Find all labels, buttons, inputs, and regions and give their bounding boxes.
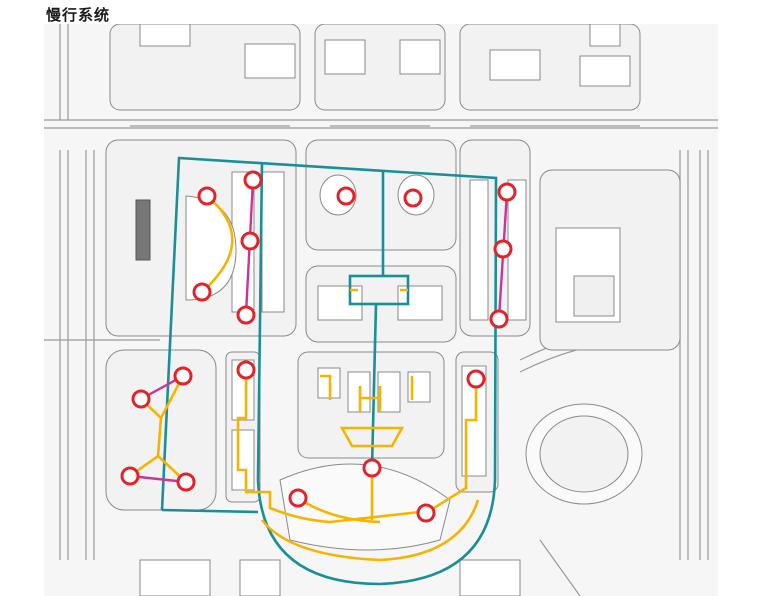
node-marker — [236, 360, 256, 380]
node-marker — [131, 389, 151, 409]
node-marker — [416, 503, 436, 523]
node-marker — [176, 472, 196, 492]
node-marker — [120, 466, 140, 486]
node-marker — [497, 182, 517, 202]
node-marker — [362, 458, 382, 478]
node-marker — [403, 188, 423, 208]
node-marker — [493, 239, 513, 259]
node-marker — [489, 309, 509, 329]
node-marker — [466, 369, 486, 389]
site-plan-map — [44, 24, 718, 596]
base-map — [44, 24, 718, 596]
teal-route — [160, 156, 498, 586]
node-markers — [120, 170, 517, 523]
node-marker — [173, 366, 193, 386]
node-marker — [197, 186, 217, 206]
page-title: 慢行系统 — [46, 6, 111, 24]
node-marker — [240, 231, 260, 251]
node-marker — [236, 305, 256, 325]
node-marker — [336, 186, 356, 206]
node-marker — [243, 170, 263, 190]
node-marker — [192, 282, 212, 302]
node-marker — [288, 488, 308, 508]
